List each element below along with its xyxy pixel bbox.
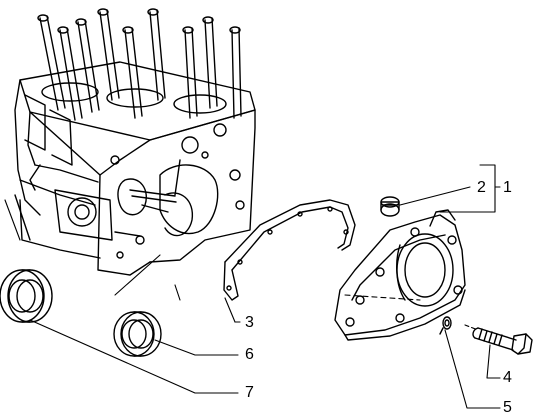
bolt-part-4 — [472, 327, 533, 355]
callout-3: 3 — [245, 314, 254, 331]
callout-2: 2 — [477, 179, 486, 196]
engine-block — [14, 8, 256, 276]
seal-ring-part-7 — [0, 269, 53, 323]
plug-part-2 — [380, 196, 400, 217]
washer-part-5 — [439, 316, 452, 335]
assembly-lines — [4, 199, 479, 331]
rear-cover-part-1 — [334, 209, 466, 341]
callout-7: 7 — [245, 384, 254, 401]
gasket-part-3 — [223, 199, 356, 301]
callout-1: 1 — [503, 179, 512, 196]
callout-5: 5 — [503, 399, 512, 416]
callout-6: 6 — [245, 346, 254, 363]
head-studs — [37, 8, 242, 121]
callout-4: 4 — [503, 369, 512, 386]
leader-lines — [29, 164, 501, 409]
seal-ring-part-6 — [113, 311, 162, 357]
